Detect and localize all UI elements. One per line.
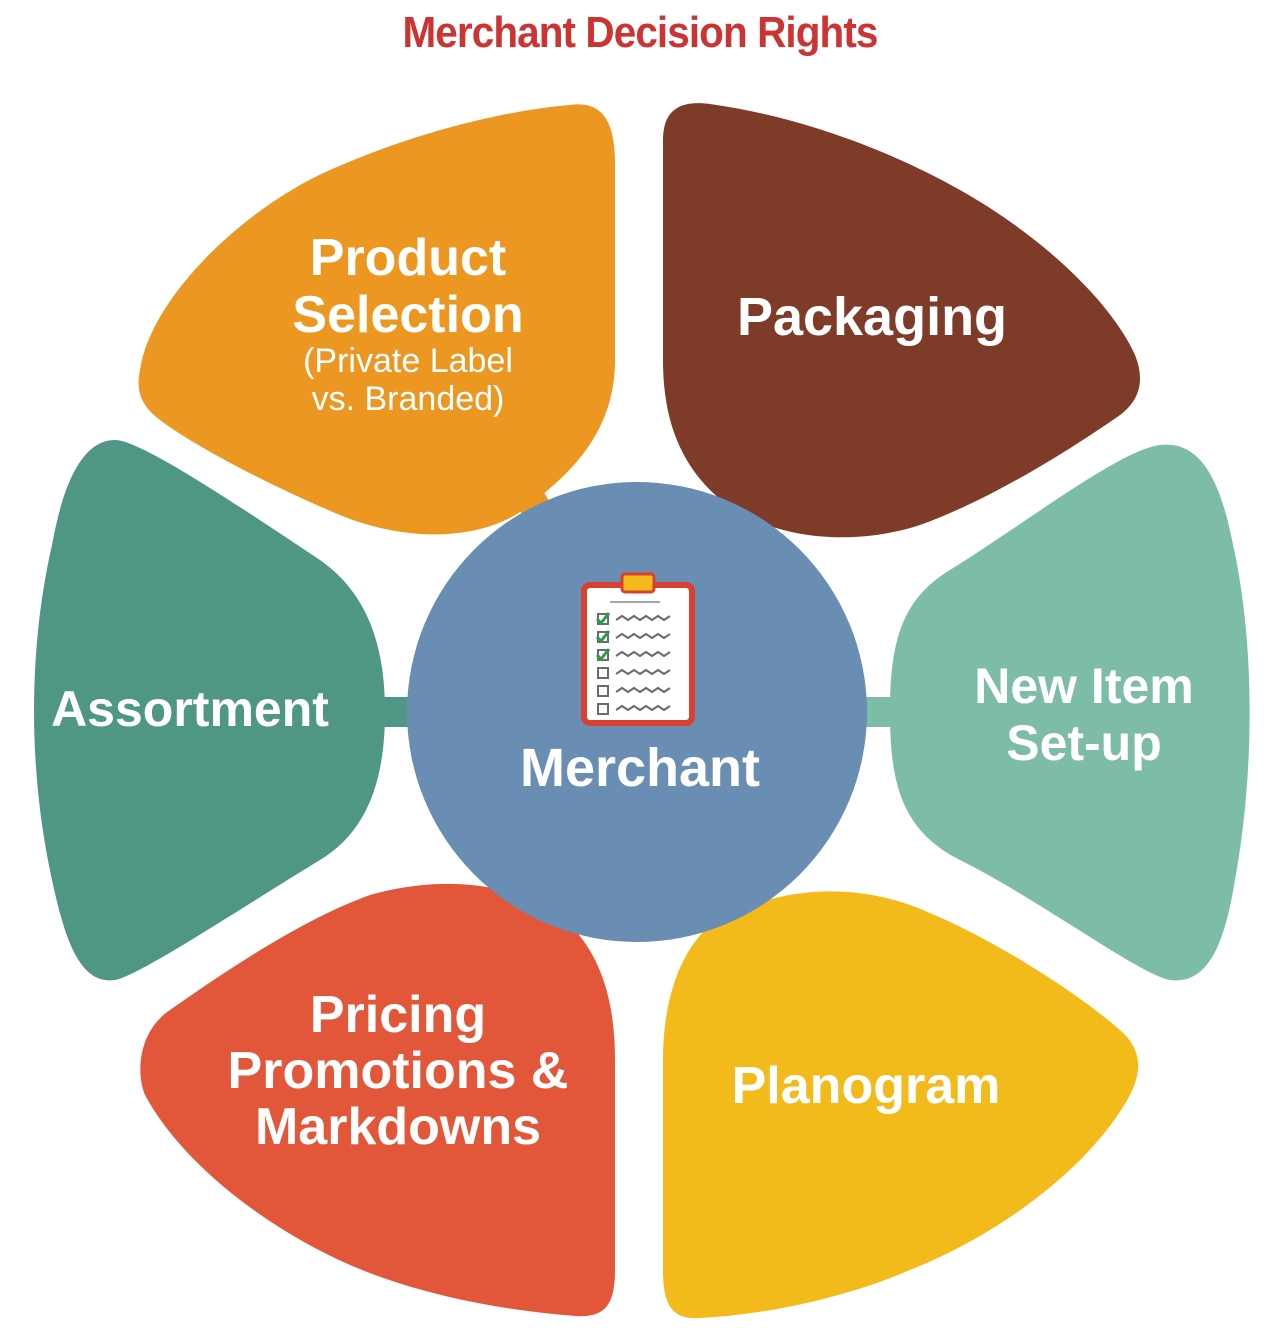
pricing-line-3: Markdowns — [255, 1098, 541, 1156]
segment-packaging — [663, 103, 1140, 538]
pricing-line-2: Promotions & — [228, 1042, 569, 1100]
new-item-line-2: Set-up — [1006, 715, 1162, 771]
clipboard-checklist-icon — [581, 572, 695, 726]
diagram-title: Merchant Decision Rights — [402, 8, 878, 57]
center-label: Merchant — [520, 738, 760, 798]
assortment-label: Assortment — [51, 681, 329, 737]
segment-planogram — [663, 891, 1139, 1319]
new-item-line-1: New Item — [974, 658, 1194, 714]
pricing-line-1: Pricing — [310, 986, 486, 1044]
product-selection-line-1: Product — [310, 229, 506, 287]
product-selection-sub-1: (Private Label — [303, 342, 513, 380]
segment-pricing — [140, 883, 615, 1317]
product-selection-line-2: Selection — [292, 286, 523, 344]
segment-product-selection — [138, 104, 615, 535]
segment-new-item-setup — [890, 444, 1250, 981]
product-selection-sub-2: vs. Branded) — [312, 380, 505, 418]
packaging-label: Packaging — [737, 287, 1007, 347]
segment-labels: Product Selection (Private Label vs. Bra… — [51, 229, 1194, 1156]
planogram-label: Planogram — [732, 1057, 1001, 1115]
segment-assortment — [34, 440, 385, 981]
